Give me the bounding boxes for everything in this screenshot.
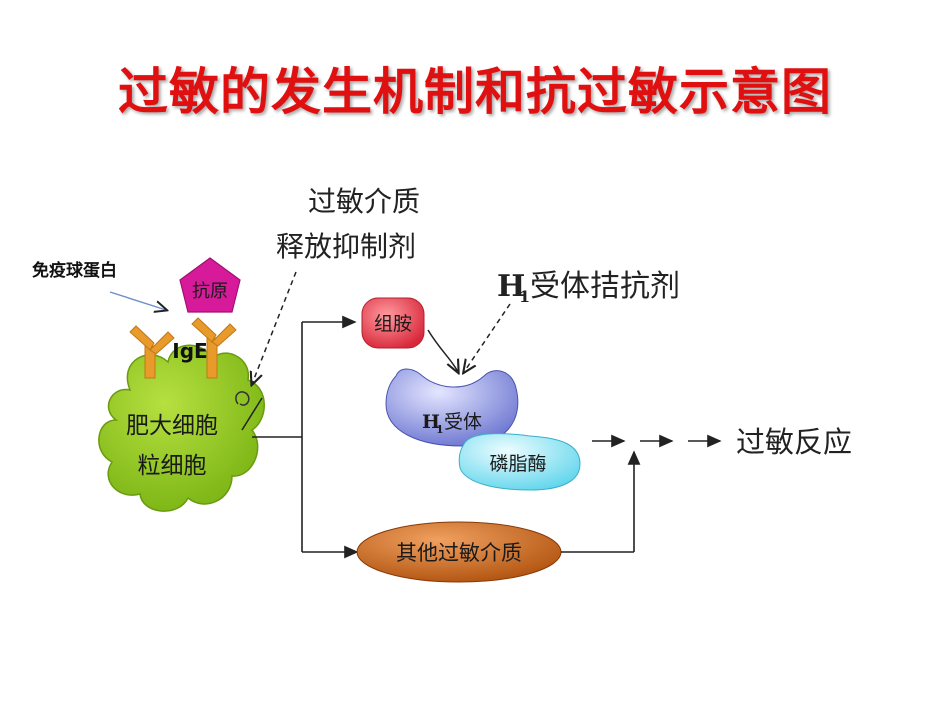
- antigen: 抗原: [179, 257, 241, 313]
- h1-antagonist-sub: 1: [519, 287, 530, 306]
- h1-receptor-rest: 受体: [444, 411, 482, 433]
- histamine-binding-arrow: [427, 329, 458, 372]
- immunoglobulin-label: 免疫球蛋白: [32, 261, 117, 281]
- release-pathway: [252, 315, 359, 559]
- stabilizer-label-1: 过敏介质: [308, 185, 420, 218]
- phospholipase-label: 磷脂酶: [489, 453, 546, 475]
- ige-label: IgE: [172, 339, 207, 363]
- ige-antibody-right-icon: [191, 317, 237, 379]
- page-title: 过敏的发生机制和抗过敏示意图: [118, 63, 832, 121]
- mast-cell-label-1: 肥大细胞: [126, 413, 218, 439]
- pointer-arrow: [109, 291, 166, 310]
- reaction-pathway: [561, 434, 722, 553]
- receptor-curl-icon: [235, 391, 250, 406]
- histamine-label: 组胺: [374, 313, 412, 335]
- h1-antagonist-rest: 受体拮抗剂: [530, 269, 680, 304]
- h1-receptor-sub: 1: [436, 423, 444, 436]
- other-mediators-label: 其他过敏介质: [396, 541, 522, 565]
- inhibitor-arrow: [252, 271, 297, 384]
- h1-receptor: H 1 受体: [385, 368, 519, 447]
- antagonist-arrow: [464, 303, 511, 372]
- block-mark: [241, 397, 263, 431]
- antigen-label: 抗原: [192, 281, 228, 302]
- allergic-reaction-label: 过敏反应: [736, 425, 852, 459]
- mast-cell: 肥大细胞 粒细胞: [98, 344, 265, 512]
- ige-antibody-left-icon: [129, 325, 175, 379]
- phospholipase: 磷脂酶: [458, 433, 581, 491]
- other-mediators: 其他过敏介质: [356, 521, 562, 583]
- h1-antagonist-H: H: [497, 269, 525, 304]
- stabilizer-label-2: 释放抑制剂: [276, 230, 416, 263]
- h1-receptor-H: H: [422, 411, 440, 433]
- histamine: 组胺: [361, 297, 425, 349]
- mast-cell-label-2: 粒细胞: [138, 453, 207, 479]
- h1-antagonist-label: H 1 受体拮抗剂: [497, 269, 680, 306]
